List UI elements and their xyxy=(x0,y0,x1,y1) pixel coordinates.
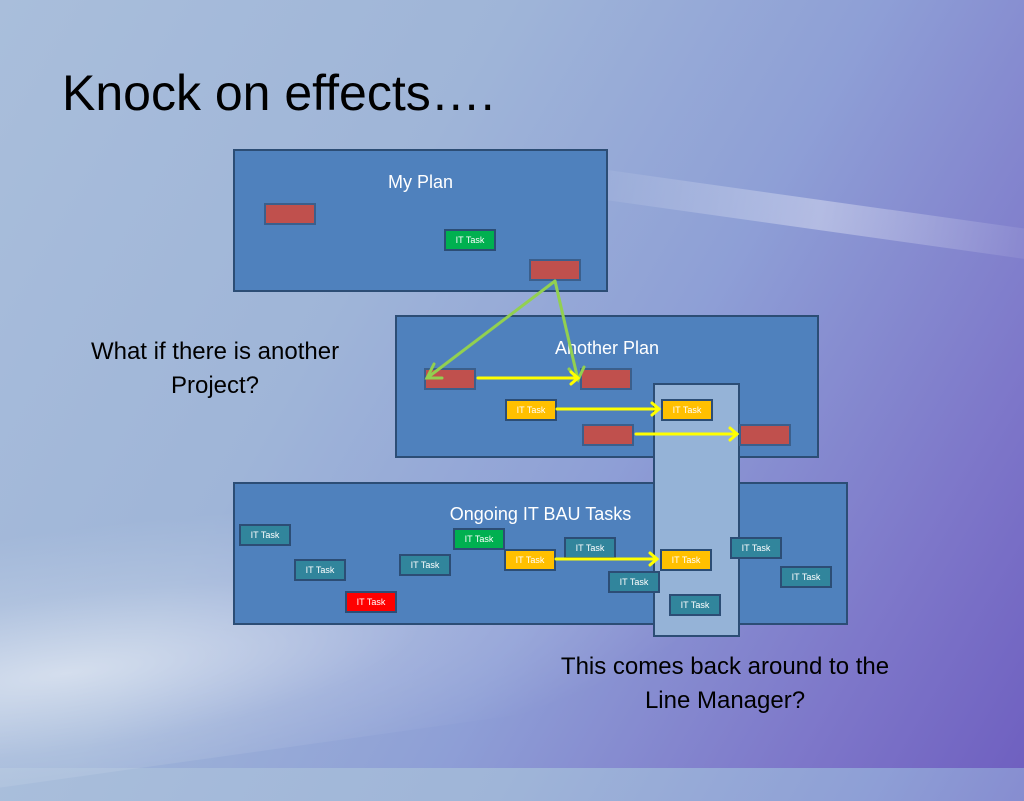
slide-title: Knock on effects…. xyxy=(62,65,495,121)
my-plan-it-task: IT Task xyxy=(444,229,496,251)
another-plan-it-task-2: IT Task xyxy=(661,399,713,421)
bau-it-task-1: IT Task xyxy=(239,524,291,546)
another-plan-bar-1 xyxy=(424,368,476,390)
another-plan-bar-2 xyxy=(580,368,632,390)
background-streak xyxy=(560,163,1024,267)
bau-it-task-11: IT Task xyxy=(345,591,397,613)
bau-it-task-10: IT Task xyxy=(608,571,660,593)
my-plan-title: My Plan xyxy=(387,172,454,192)
bau-it-task-4: IT Task xyxy=(730,537,782,559)
bau-it-task-9: IT Task xyxy=(780,566,832,588)
my-plan-bar-1 xyxy=(264,203,316,225)
another-plan-bar-4 xyxy=(739,424,791,446)
bau-it-task-3: IT Task xyxy=(564,537,616,559)
bau-it-task-7: IT Task xyxy=(399,554,451,576)
bau-it-task-5: IT Task xyxy=(504,549,556,571)
bau-it-task-2: IT Task xyxy=(453,528,505,550)
bau-it-task-12: IT Task xyxy=(669,594,721,616)
caption-bottom: This comes back around to the Line Manag… xyxy=(560,653,890,714)
bau-it-task-8: IT Task xyxy=(294,559,346,581)
another-plan-bar-3 xyxy=(582,424,634,446)
another-plan-title: Another Plan xyxy=(554,338,660,358)
another-plan-it-task-1: IT Task xyxy=(505,399,557,421)
bau-title: Ongoing IT BAU Tasks xyxy=(449,504,632,524)
my-plan-bar-2 xyxy=(529,259,581,281)
caption-left: What if there is another Project? xyxy=(90,338,340,399)
bau-it-task-6: IT Task xyxy=(660,549,712,571)
